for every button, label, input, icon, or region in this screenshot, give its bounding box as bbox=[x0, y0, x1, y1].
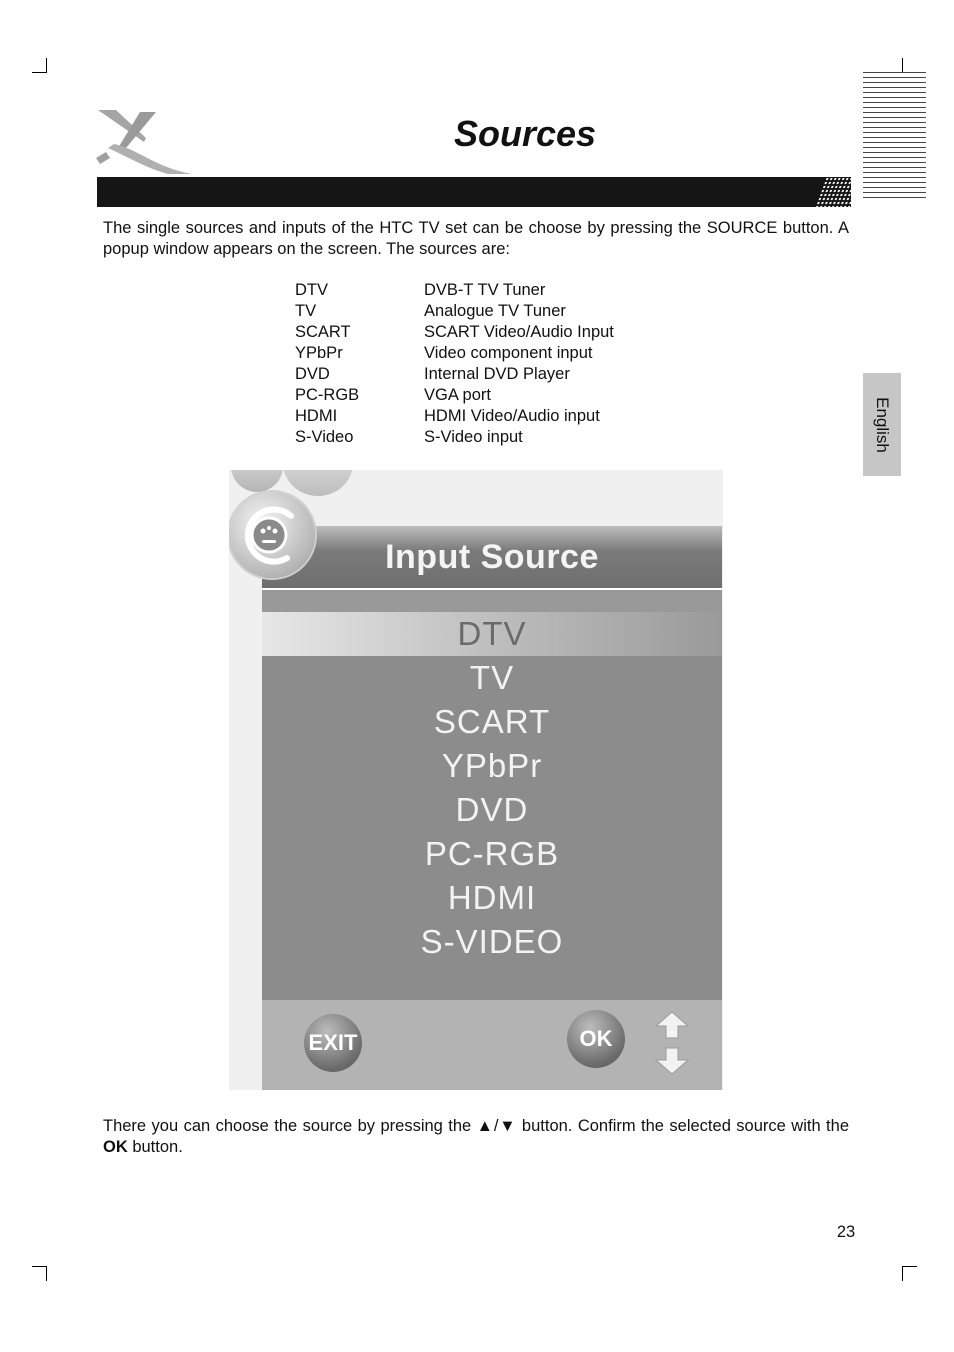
source-list-item[interactable]: YPbPr bbox=[441, 747, 543, 784]
crop-mark-top-left bbox=[32, 58, 47, 73]
source-description: DVB-T TV Tuner bbox=[424, 281, 546, 299]
outro-text-end: button. bbox=[127, 1138, 183, 1156]
source-list-item[interactable]: TV bbox=[469, 659, 515, 696]
source-row: DTV DVB-T TV Tuner bbox=[295, 280, 614, 301]
navigation-arrows bbox=[654, 1011, 690, 1075]
source-list-item[interactable]: S-VIDEO bbox=[420, 923, 564, 960]
source-code: TV bbox=[295, 302, 317, 320]
title-bar-dot-pattern bbox=[815, 177, 851, 207]
outro-ok-label: OK bbox=[103, 1138, 128, 1156]
crop-mark-bottom-left bbox=[32, 1266, 47, 1281]
crop-mark-bottom-right bbox=[902, 1266, 917, 1281]
source-row: HDMI HDMI Video/Audio input bbox=[295, 406, 614, 427]
source-code: DVD bbox=[295, 365, 330, 383]
source-description: Internal DVD Player bbox=[424, 365, 570, 383]
source-list: DTV TV SCART YPbPr DVD PC-RGB HDMI S-VID… bbox=[262, 590, 722, 1000]
source-description: Video component input bbox=[424, 344, 593, 362]
source-description: Analogue TV Tuner bbox=[424, 302, 566, 320]
source-list-item[interactable]: HDMI bbox=[447, 879, 537, 916]
source-row: PC-RGB VGA port bbox=[295, 385, 614, 406]
input-source-icon bbox=[229, 492, 315, 578]
up-arrow-icon bbox=[654, 1011, 690, 1039]
source-list-item[interactable]: SCART bbox=[433, 703, 551, 740]
source-code: DTV bbox=[295, 281, 328, 299]
source-row: TV Analogue TV Tuner bbox=[295, 301, 614, 322]
source-code: S-Video bbox=[295, 428, 354, 446]
source-row: SCART SCART Video/Audio Input bbox=[295, 322, 614, 343]
title-bar bbox=[97, 177, 851, 207]
source-code: HDMI bbox=[295, 407, 338, 425]
language-tab-label: English bbox=[873, 396, 892, 453]
ok-button[interactable]: OK bbox=[567, 1010, 625, 1068]
outro-paragraph: There you can choose the source by press… bbox=[103, 1116, 849, 1158]
brand-logo bbox=[96, 110, 192, 174]
down-arrow-icon bbox=[654, 1047, 690, 1075]
decorative-bubble bbox=[231, 470, 283, 492]
crop-mark-top-right bbox=[902, 58, 917, 73]
source-code: YPbPr bbox=[295, 344, 343, 362]
source-description: S-Video input bbox=[424, 428, 523, 446]
source-code: PC-RGB bbox=[295, 386, 360, 404]
source-row: YPbPr Video component input bbox=[295, 343, 614, 364]
source-description: HDMI Video/Audio input bbox=[424, 407, 600, 425]
source-description: SCART Video/Audio Input bbox=[424, 323, 614, 341]
source-list-item[interactable]: PC-RGB bbox=[424, 835, 560, 872]
page-title: Sources bbox=[453, 113, 597, 154]
source-row: DVD Internal DVD Player bbox=[295, 364, 614, 385]
source-description: VGA port bbox=[424, 386, 491, 404]
source-list-item-selected[interactable]: DTV bbox=[262, 612, 722, 656]
source-code: SCART bbox=[295, 323, 351, 341]
sources-table: DTV DVB-T TV Tuner TV Analogue TV Tuner SC… bbox=[295, 280, 614, 448]
menu-title: Input Source bbox=[385, 538, 599, 576]
decorative-stripes bbox=[863, 72, 926, 200]
source-list-item[interactable]: DVD bbox=[455, 791, 529, 828]
intro-paragraph: The single sources and inputs of the HTC… bbox=[103, 219, 849, 258]
menu-footer: EXIT OK bbox=[262, 1000, 722, 1090]
menu-header: Input Source bbox=[262, 526, 722, 590]
page-number: 23 bbox=[836, 1223, 856, 1241]
list-top-strip bbox=[262, 590, 722, 612]
source-row: S-Video S-Video input bbox=[295, 427, 614, 448]
exit-button[interactable]: EXIT bbox=[304, 1014, 362, 1072]
input-source-screenshot: Input Source DTV TV SCART YPbPr DVD PC-R… bbox=[229, 470, 723, 1090]
language-tab: English bbox=[863, 373, 901, 476]
outro-text: There you can choose the source by press… bbox=[103, 1117, 849, 1135]
